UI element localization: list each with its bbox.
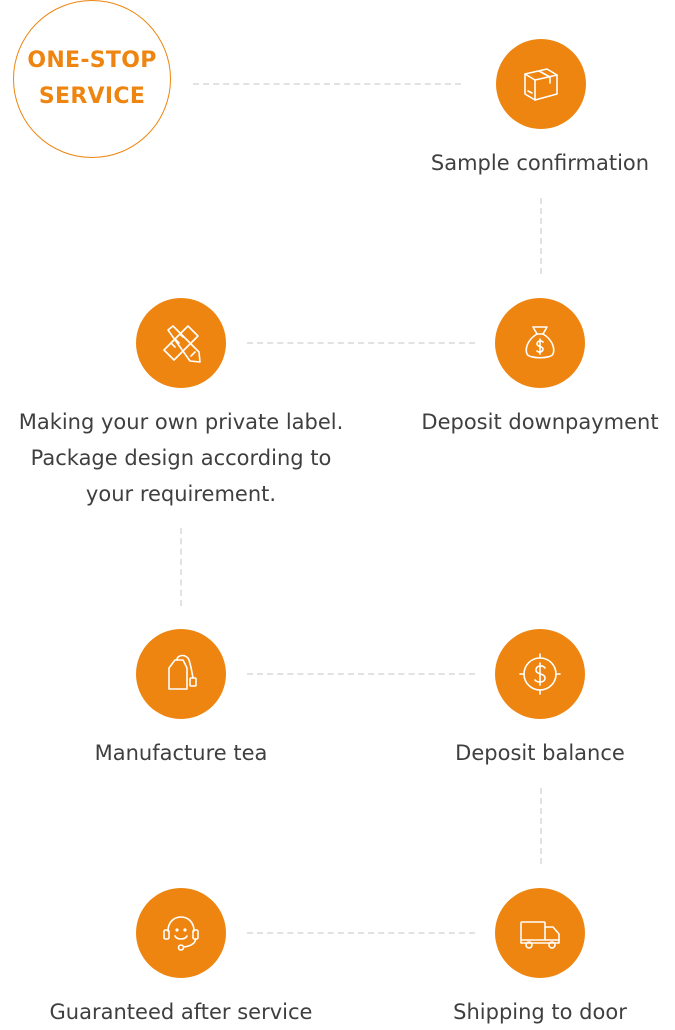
manufacture-tea-step-icon-circle (136, 629, 226, 719)
sample-confirmation-label: Sample confirmation (430, 151, 650, 175)
connector-shipping-to-service (247, 932, 475, 934)
deposit-balance-label: Deposit balance (455, 741, 625, 765)
private-label-line-2: Package design according to (30, 446, 332, 470)
manufacture-tea-label: Manufacture tea (94, 741, 268, 765)
shipping-step-icon-circle (495, 888, 585, 978)
pencil-ruler-icon (163, 325, 201, 363)
deposit-balance-step-icon-circle (495, 629, 585, 719)
connector-badge-to-sample (193, 83, 461, 85)
badge-line-2: SERVICE (38, 84, 146, 109)
private-label-step-icon-circle (136, 298, 226, 388)
badge-line-1: ONE-STOP (27, 48, 157, 73)
shipping-to-door-label: Shipping to door (453, 1000, 627, 1024)
connector-deposit-to-label (247, 342, 475, 344)
connector-sample-to-deposit (540, 198, 542, 274)
sample-confirmation-step-icon-circle (496, 39, 586, 129)
deposit-downpayment-label: Deposit downpayment (421, 410, 659, 434)
one-stop-service-badge: ONE-STOP SERVICE (13, 0, 171, 158)
private-label-text: Making your own private label. Package d… (0, 404, 362, 512)
connector-manufacture-to-balance (247, 673, 475, 675)
private-label-line-3: your requirement. (85, 482, 277, 506)
truck-icon (520, 921, 560, 949)
tea-bag-icon (168, 654, 197, 690)
guaranteed-after-service-label: Guaranteed after service (49, 1000, 313, 1024)
headset-icon (163, 916, 199, 951)
after-service-step-icon-circle (136, 888, 226, 978)
private-label-line-1: Making your own private label. (18, 410, 344, 434)
connector-balance-to-shipping (540, 788, 542, 864)
dollar-coin-icon (519, 653, 561, 695)
box-icon (524, 68, 558, 101)
connector-label-to-manufacture (180, 528, 182, 606)
money-bag-icon (525, 326, 555, 359)
deposit-downpayment-step-icon-circle (495, 298, 585, 388)
